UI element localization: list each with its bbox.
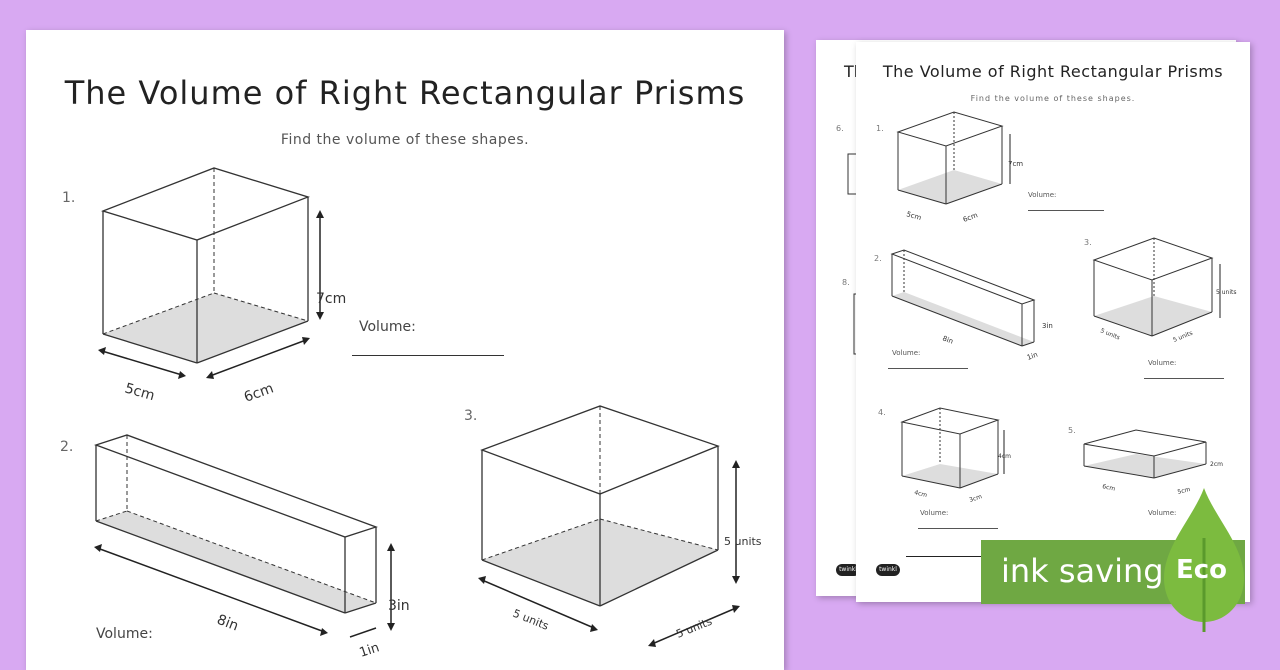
prism-1-height-label: 7cm <box>316 291 346 307</box>
thumb-q4-line <box>918 528 998 529</box>
question-2-volume-label: Volume: <box>96 626 153 642</box>
thumb-prism-5-depth: 5cm <box>1177 486 1191 496</box>
prism-1-width-label: 5cm <box>123 380 156 404</box>
thumb-prism-3-width: 5 units <box>1099 327 1121 341</box>
thumb-prism-1-depth: 6cm <box>962 211 979 224</box>
thumb-prism-4-width: 4cm <box>914 489 928 499</box>
thumb-prism-4-depth: 3cm <box>968 493 983 504</box>
question-1-volume-label: Volume: <box>359 319 416 335</box>
back-question-8-number: 8. <box>842 278 850 287</box>
thumb-q2-line <box>888 368 968 369</box>
worksheet-title: The Volume of Right Rectangular Prisms <box>64 74 746 112</box>
thumb-prism-3-depth: 5 units <box>1172 330 1194 344</box>
thumb-title: The Volume of Right Rectangular Prisms <box>882 62 1224 81</box>
prism-3-width-label: 5 units <box>511 607 551 633</box>
thumb-prism-1: 7cm 5cm 6cm <box>896 111 1023 224</box>
eco-label: Eco <box>1176 555 1228 585</box>
thumb-question-2-number: 2. <box>874 254 882 263</box>
thumb-prism-5-height: 2cm <box>1210 461 1223 468</box>
thumb-subtitle: Find the volume of these shapes. <box>970 94 1136 103</box>
prism-2-depth-label: 1in <box>358 640 382 660</box>
thumb-twinkl-logo: twinkl <box>876 564 900 576</box>
thumb-question-1-number: 1. <box>876 124 884 133</box>
thumb-q4-volume: Volume: <box>920 509 949 517</box>
ink-saving-label: ink saving <box>1001 552 1164 590</box>
back-twinkl-logo: twinkl <box>836 564 860 576</box>
prism-2-length-label: 8in <box>215 612 241 635</box>
prism-3-height-label: 5 units <box>724 535 762 548</box>
thumb-q2-volume: Volume: <box>892 349 921 357</box>
prism-1-diagram: 7cm 5cm 6cm <box>98 167 346 406</box>
question-3-number: 3. <box>464 408 478 424</box>
thumb-prism-1-width: 5cm <box>905 210 922 222</box>
eco-leaf-icon <box>1164 488 1244 632</box>
thumb-q1-line <box>1028 210 1104 211</box>
question-2-number: 2. <box>60 439 74 455</box>
thumb-prism-3: 5 units 5 units 5 units <box>1092 237 1236 344</box>
worksheet-subtitle: Find the volume of these shapes. <box>280 132 530 148</box>
prism-3-diagram: 5 units 5 units 5 units <box>478 405 762 647</box>
prism-2-height-label: 3in <box>388 598 410 614</box>
prism-2-diagram: 3in 8in 1in <box>94 434 410 661</box>
thumb-question-3-number: 3. <box>1084 238 1092 247</box>
thumb-prism-4-height: 4cm <box>998 453 1011 460</box>
prism-3-depth-label: 5 units <box>674 615 714 641</box>
thumb-prism-2-height: 3in <box>1042 322 1053 330</box>
thumb-q3-line <box>1144 378 1224 379</box>
thumb-prism-5: 2cm 6cm 5cm <box>1083 429 1223 496</box>
main-worksheet: The Volume of Right Rectangular Prisms F… <box>26 30 784 670</box>
thumb-prism-4: 4cm 4cm 3cm <box>900 407 1011 504</box>
thumb-prism-2-length: 8in <box>941 334 954 345</box>
thumb-q5-volume: Volume: <box>1148 509 1177 517</box>
thumb-question-4-number: 4. <box>878 408 886 417</box>
thumb-prism-3-height: 5 units <box>1216 289 1236 296</box>
thumb-q1-volume: Volume: <box>1028 191 1057 199</box>
thumb-question-5-number: 5. <box>1068 426 1076 435</box>
question-1-number: 1. <box>62 190 76 206</box>
thumb-q3-volume: Volume: <box>1148 359 1177 367</box>
prism-1-depth-label: 6cm <box>242 380 276 405</box>
question-1-answer-line[interactable] <box>352 355 504 356</box>
thumb-prism-5-width: 6cm <box>1102 483 1116 493</box>
thumb-prism-1-height: 7cm <box>1008 160 1023 168</box>
thumb-prism-2: 3in 8in 1in <box>890 249 1053 362</box>
back-question-6-number: 6. <box>836 124 844 133</box>
thumb-prism-2-depth: 1in <box>1026 351 1039 362</box>
